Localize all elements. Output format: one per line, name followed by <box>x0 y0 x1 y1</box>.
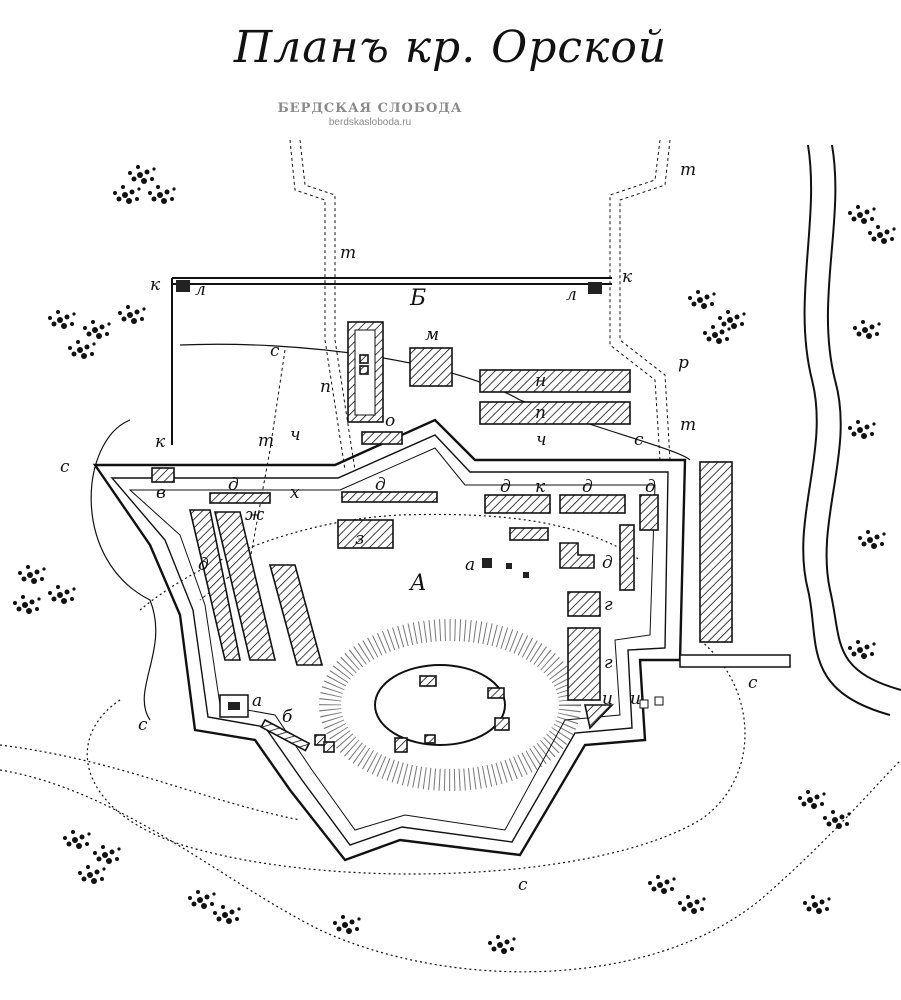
map-letter-g: г <box>604 595 613 615</box>
map-title: Планъ кр. Орской <box>233 22 668 73</box>
map-letter-ch: ч <box>536 430 547 450</box>
map-letter-p: п <box>320 377 331 397</box>
map-letter-b: б <box>282 707 293 727</box>
map-letter-i: и <box>630 689 641 709</box>
map-letter-o: о <box>385 411 395 431</box>
map-letter-g: г <box>604 653 613 673</box>
buildings <box>151 321 733 753</box>
outer-enclosure <box>171 277 612 445</box>
map-letter-x: х <box>290 483 300 503</box>
map-letter-k: к <box>155 432 166 452</box>
map-letter-d: д <box>375 475 386 495</box>
map-letter-s: с <box>270 341 280 361</box>
map-letter-t: т <box>680 160 696 180</box>
map-letter-l: л <box>566 285 577 305</box>
river <box>802 144 901 716</box>
map-letter-s: с <box>518 875 528 895</box>
map-letter-s: с <box>748 673 758 693</box>
map-letter-t: т <box>680 415 696 435</box>
fortress-walls <box>92 418 791 862</box>
label-B: Б <box>409 286 426 311</box>
map-letter-t: т <box>258 431 274 451</box>
map-letter-d: д <box>500 477 511 497</box>
map-letter-p: п <box>535 403 546 423</box>
map-letter-i: и <box>602 689 613 709</box>
map-letter-l: л <box>195 280 206 300</box>
map-letter-r: р <box>678 353 689 373</box>
map-letter-z: з <box>355 529 364 549</box>
map-letter-s: с <box>138 715 148 735</box>
map-letter-s: с <box>60 457 70 477</box>
map-letter-k: к <box>622 267 633 287</box>
map-letter-d: д <box>602 553 613 573</box>
map-letter-v: в <box>156 483 166 503</box>
map-letter-d: д <box>582 477 593 497</box>
map-letter-zh: ж <box>245 505 265 525</box>
label-A: А <box>408 571 427 596</box>
central-hill <box>319 619 581 791</box>
map-letter-d: д <box>645 477 656 497</box>
map-letter-a: а <box>465 555 475 575</box>
map-letter-a: а <box>252 691 262 711</box>
map-labels: А Б т к л л к т м с п н п о р т с к с т … <box>60 160 758 895</box>
map-letter-d: д <box>228 475 239 495</box>
watermark-name: БЕРДСКАЯ СЛОБОДА <box>277 101 463 116</box>
map-letter-m: м <box>425 325 439 345</box>
map-letter-k: к <box>535 477 546 497</box>
map-letter-s: с <box>634 430 644 450</box>
watermark-url: berdskasloboda.ru <box>328 117 412 128</box>
map-letter-n: н <box>535 371 546 391</box>
roads <box>199 139 671 601</box>
map-letter-t: т <box>340 243 356 263</box>
map-letter-k: к <box>150 275 161 295</box>
map-letter-d: д <box>198 555 209 575</box>
map-letter-ch: ч <box>290 425 301 445</box>
